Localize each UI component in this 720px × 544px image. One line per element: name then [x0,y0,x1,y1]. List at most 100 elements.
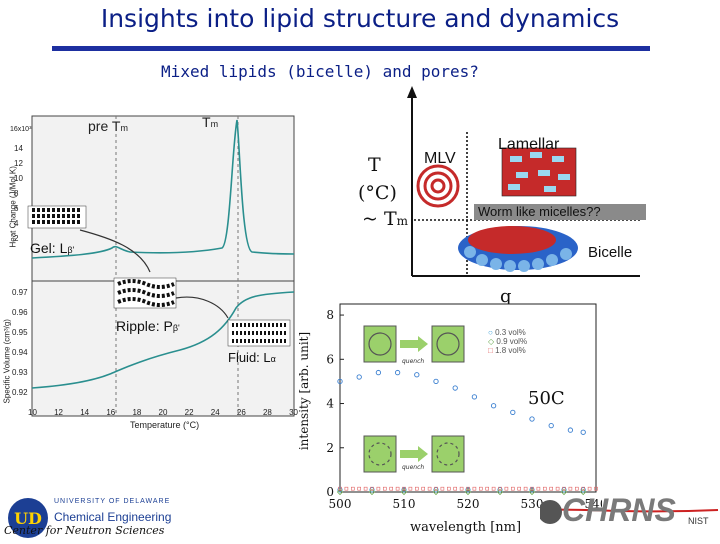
dsc-tick-labels: 14 12 10 8 6 4 2 [14,144,23,243]
phase-y-label-unit: (°C) [358,182,397,204]
bicelle-label: Bicelle [588,244,633,261]
spectrum-ylabel: intensity [arb. unit] [297,331,311,451]
temperature-annotation: 50C [528,388,565,409]
data-point-1.8-vol [490,403,497,409]
data-point-0.9-vol [464,488,472,496]
baseline-point [587,486,592,491]
ripple-to-fluid-arrow [175,296,229,319]
spectrum-xlabel: wavelength [nm] [410,520,522,535]
data-point-1.8-vol [567,427,574,433]
ripple-bilayer-icon [113,277,177,309]
bicelle-disk-icon [458,226,578,272]
phase-y-arrowhead [407,86,417,98]
fluid-label: Fluid: Lα [228,350,276,365]
svg-text:UD: UD [14,509,42,528]
data-point-0.3-vol [401,487,407,493]
inset-circle-before-bottom [368,442,392,466]
chrns-logo: CHRNS NIST [538,486,720,540]
data-point-1.8-vol [529,416,535,422]
baseline-point [568,486,573,491]
baseline-point [543,486,547,491]
gel-label: Gel: Lβ' [30,240,75,256]
inset-circle-after-bottom [436,442,460,466]
chrns-logo-svg [538,500,719,524]
temperature-xlabel: Temperature (°C) [130,420,200,430]
baseline-point [562,486,566,491]
data-point-1.8-vol [375,369,382,376]
dsc-ylabel: Heat Change (J/Mol.K) [8,166,18,248]
x-tick-label: 500 [329,497,352,511]
baseline-point [466,486,470,491]
spectrum-plot-svg: 50051052053054002468 [326,303,607,511]
y-tick-label: 6 [326,352,334,366]
dsc-multiplier: 16x10³ [10,126,32,133]
baseline-point [517,486,521,491]
mlv-label: MLV [424,150,456,167]
baseline-point [363,486,368,491]
data-point-0.9-vol [496,488,504,496]
legend-item-2: □ 1.8 vol% [488,346,526,355]
baseline-point [549,486,553,491]
mlv-vesicle-icon [416,164,460,208]
legend-item-0: ○ 0.3 vol% [488,328,526,337]
baseline-point [389,486,393,491]
slide-subtitle: Mixed lipids (bicelle) and pores? [161,62,479,81]
y-tick-label: 8 [326,308,334,322]
baseline-point [415,486,419,491]
baseline-point [511,486,515,491]
baseline-point [536,486,541,491]
phase-x-label: q [500,286,512,307]
baseline-point [459,486,464,491]
baseline-point [498,486,502,491]
baseline-point [383,486,387,491]
baseline-point [555,486,560,491]
data-point-0.9-vol [400,488,408,496]
data-point-0.3-vol [337,487,343,493]
x-tick-label: 530 [521,497,544,511]
slide-title: Insights into lipid structure and dynami… [100,4,620,33]
fluid-bilayer-icon [227,319,291,347]
data-point-1.8-vol [414,372,420,378]
legend-item-1: ◇ 0.9 vol% [488,337,528,346]
ud-seal-icon: UD [8,498,48,538]
baseline-point [376,486,381,491]
calorimetry-plot-svg [27,115,295,417]
baseline-point [523,486,528,491]
baseline-point [574,486,579,491]
baseline-point [453,486,457,491]
spectrum-legend: ○ 0.3 vol% ◇ 0.9 vol% □ 1.8 vol% [488,328,527,355]
data-point-0.9-vol [560,488,568,496]
data-point-0.9-vol [528,488,536,496]
data-point-0.9-vol [368,488,376,496]
lamellar-phase-icon [501,147,577,197]
data-point-0.9-vol [432,488,440,496]
x-tick-label: 520 [457,497,480,511]
quench-arrow-bottom [400,446,428,462]
baseline-point [395,486,400,491]
ud-logo: UD [6,496,50,540]
phase-diagram-svg [407,86,646,277]
data-point-0.9-vol [580,488,587,496]
x-tick-label: 540 [585,497,602,511]
y-tick-label: 4 [326,397,334,411]
data-point-0.3-vol [580,487,586,493]
baseline-point [344,486,349,491]
pre-tm-label: pre Tm [88,118,128,134]
data-point-1.8-vol [548,422,554,429]
title-underline [52,46,650,51]
lamellar-label: Lamellar [498,136,560,153]
data-point-0.3-vol [465,487,471,493]
gel-to-ripple-arrow [79,229,151,273]
baseline-point [581,486,586,491]
quench-arrow-top [400,336,428,352]
baseline-point [479,486,483,491]
calorimetry-figure: pre Tm Tm 16x10³ 14 12 10 8 6 4 2 0.97 0… [0,108,300,438]
data-point-0.3-vol [369,487,375,493]
phase-diagram: T (°C) ~ Tm MLV Lamellar Worm like micel… [340,86,660,300]
dsc-curve [31,119,295,259]
baseline-point [440,486,445,491]
data-point-0.3-vol [433,487,439,493]
phase-y-label-tm: ~ Tm [362,208,409,230]
data-point-1.8-vol [471,394,478,400]
tm-label: Tm [202,114,219,130]
